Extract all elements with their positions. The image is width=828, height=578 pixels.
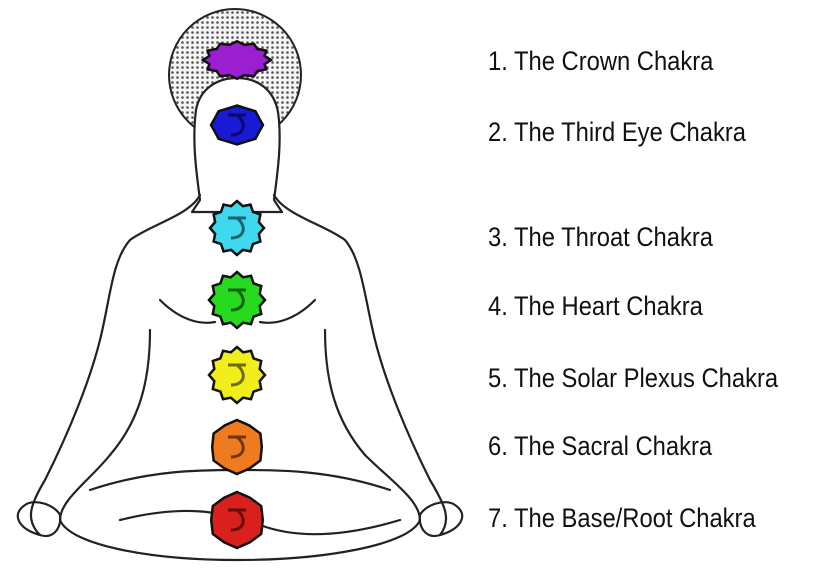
legend-item-third-eye: 2. The Third Eye Chakra — [488, 117, 746, 147]
body-outline — [29, 193, 202, 537]
legend-item-throat: 3. The Throat Chakra — [488, 222, 713, 252]
chakra-solar-plexus-icon — [207, 345, 267, 405]
legend-item-solar-plexus: 5. The Solar Plexus Chakra — [488, 363, 779, 393]
left-hand — [16, 501, 62, 538]
chakra-throat-icon — [208, 199, 266, 257]
legs-outline — [58, 453, 422, 562]
legend-item-crown: 1. The Crown Chakra — [488, 46, 714, 76]
chakra-crown-icon — [200, 39, 274, 81]
legend-item-sacral: 6. The Sacral Chakra — [488, 431, 713, 461]
chakra-third-eye-icon — [209, 104, 265, 146]
legend-item-root: 7. The Base/Root Chakra — [488, 503, 756, 533]
right-hand — [418, 501, 464, 538]
chakra-heart-icon — [207, 270, 267, 330]
chakra-sacral-icon — [210, 418, 264, 476]
chakra-root-icon — [209, 490, 265, 550]
legend-item-heart: 4. The Heart Chakra — [488, 291, 703, 321]
